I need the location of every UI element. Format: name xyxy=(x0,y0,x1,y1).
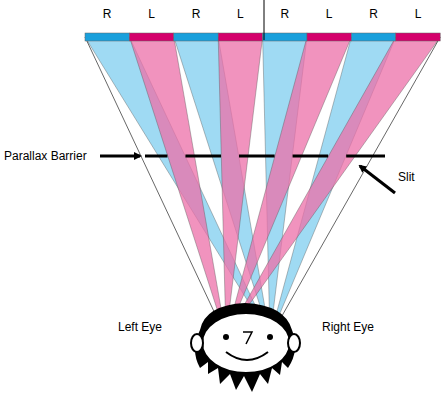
eye-label: Right Eye xyxy=(322,320,374,334)
pixel-label: L xyxy=(237,7,244,21)
barrier-segment xyxy=(185,155,221,158)
face xyxy=(191,303,300,392)
right-pixel xyxy=(263,33,307,41)
pixel-label: R xyxy=(103,7,112,21)
barrier-segment xyxy=(293,155,329,158)
left-pixel xyxy=(307,33,351,41)
pixel-label: R xyxy=(192,7,201,21)
barrier-label: Parallax Barrier xyxy=(4,149,87,163)
parallax-barrier xyxy=(145,156,385,157)
pixel-label: L xyxy=(148,7,155,21)
center-line xyxy=(264,0,265,40)
display-strip xyxy=(85,33,440,41)
pixel-label: L xyxy=(415,7,422,21)
light-rays xyxy=(85,37,440,337)
pixel-label: R xyxy=(369,7,378,21)
left-pixel xyxy=(396,33,440,41)
barrier-segment xyxy=(239,155,275,158)
pixel-label: R xyxy=(280,7,289,21)
barrier-arrow xyxy=(100,155,140,158)
pixel-label: L xyxy=(326,7,333,21)
slit-arrow xyxy=(360,166,395,193)
eye-label: Left Eye xyxy=(118,320,162,334)
left-pixel xyxy=(218,33,262,41)
slit-label: Slit xyxy=(398,170,415,184)
right-pixel xyxy=(174,33,218,41)
left-eye-ray xyxy=(226,37,440,337)
right-pixel xyxy=(351,33,395,41)
left-pixel xyxy=(129,33,173,41)
boundary-ray xyxy=(85,37,226,337)
boundary-ray xyxy=(270,37,440,337)
right-pixel xyxy=(85,33,129,41)
barrier-segment xyxy=(346,155,385,158)
barrier-segment xyxy=(145,155,167,158)
